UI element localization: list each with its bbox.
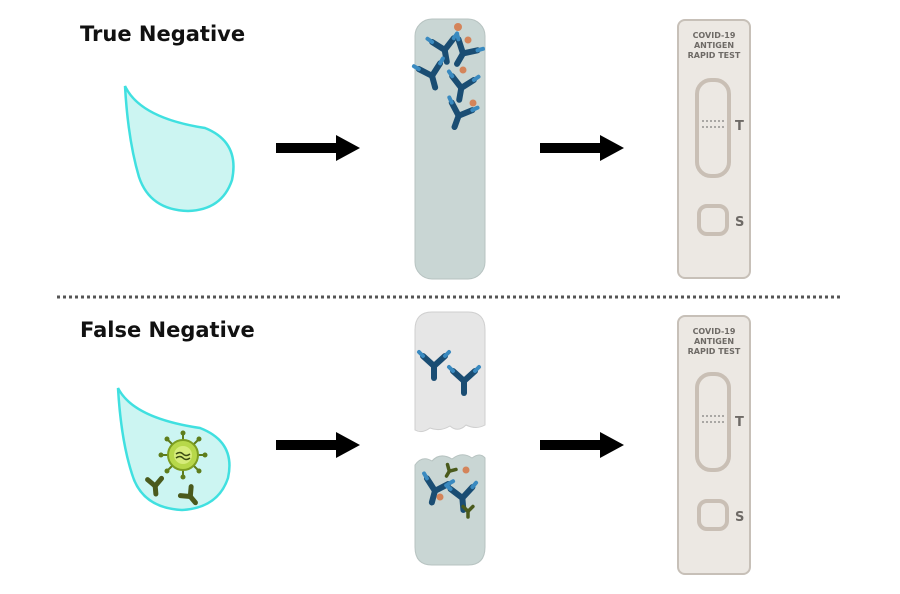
arrow-icon xyxy=(276,432,360,458)
test-kit-icon: COVID-19 ANTIGEN RAPID TEST T S xyxy=(677,315,751,575)
t-label: T xyxy=(735,119,744,134)
antigen-dot xyxy=(454,23,462,31)
kit-label-line3: RAPID TEST xyxy=(688,347,741,356)
s-label: S xyxy=(735,215,744,230)
kit-label-line2: ANTIGEN xyxy=(694,337,734,346)
antigen-dot xyxy=(462,466,470,474)
arrow-icon xyxy=(540,432,624,458)
sample-well xyxy=(697,204,729,236)
antigen-dot xyxy=(459,66,467,74)
antigen-dot xyxy=(436,493,444,501)
t-label: T xyxy=(735,415,744,430)
result-window xyxy=(695,78,731,178)
kit-label-line1: COVID-19 xyxy=(693,31,736,40)
kit-label-line3: RAPID TEST xyxy=(688,51,741,60)
kit-label-line2: ANTIGEN xyxy=(694,41,734,50)
true-negative-title: True Negative xyxy=(80,22,246,46)
droplet-icon xyxy=(116,387,231,512)
arrow-icon xyxy=(276,135,360,161)
result-window xyxy=(695,372,731,472)
kit-label-line1: COVID-19 xyxy=(693,327,736,336)
antigen-dot xyxy=(464,36,472,44)
test-kit-icon: COVID-19 ANTIGEN RAPID TEST T S xyxy=(677,19,751,279)
sample-well xyxy=(697,499,729,531)
arrow-icon xyxy=(540,135,624,161)
droplet-icon xyxy=(123,85,235,213)
s-label: S xyxy=(735,510,744,525)
virus-icon xyxy=(158,430,208,480)
test-tube-full xyxy=(414,18,485,280)
antigen-dot xyxy=(469,99,477,107)
test-tube-broken xyxy=(415,311,486,566)
false-negative-title: False Negative xyxy=(80,318,255,342)
